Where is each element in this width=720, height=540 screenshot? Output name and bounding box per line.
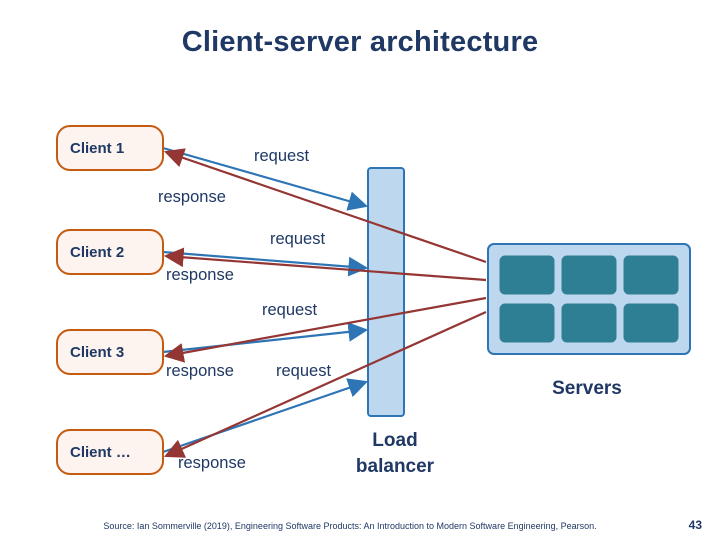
client-box-3[interactable]: Client 3	[56, 329, 164, 375]
edge-label-response-4: response	[178, 454, 246, 472]
load-balancer-bar	[367, 167, 405, 417]
page-number: 43	[688, 518, 702, 532]
edge-label-response-3: response	[166, 362, 234, 380]
page-title: Client-server architecture	[181, 26, 539, 58]
request-arrow-client4	[162, 378, 369, 454]
edge-label-request-2: request	[270, 230, 326, 248]
edge-label-request-3: request	[262, 301, 318, 319]
edge-label-request-1: request	[254, 147, 310, 165]
response-arrow-client1	[163, 148, 487, 264]
server-tile	[623, 303, 679, 343]
load-balancer-label-line2: balancer	[355, 455, 435, 477]
source-note: Source: Ian Sommerville (2019), Engineer…	[103, 521, 597, 531]
server-tile	[499, 255, 555, 295]
client-box-1[interactable]: Client 1	[56, 125, 164, 171]
client-box-2[interactable]: Client 2	[56, 229, 164, 275]
client-box-4[interactable]: Client …	[56, 429, 164, 475]
request-arrow-client1	[162, 146, 369, 211]
response-arrow-client3	[163, 296, 487, 363]
servers-label: Servers	[552, 378, 622, 399]
server-tile	[561, 303, 617, 343]
load-balancer-label-line1: Load	[372, 430, 418, 451]
response-arrow-client4	[163, 310, 487, 458]
client-label: Client 2	[70, 243, 125, 261]
response-arrow-client2	[163, 247, 487, 282]
edge-label-response-1: response	[158, 188, 226, 206]
load-balancer-label: Load balancer	[330, 428, 460, 479]
client-label: Client 3	[70, 343, 125, 361]
server-tile	[499, 303, 555, 343]
server-tile	[623, 255, 679, 295]
server-tile	[561, 255, 617, 295]
edge-label-response-2: response	[166, 266, 234, 284]
client-label: Client 1	[70, 139, 125, 157]
edge-label-request-4: request	[276, 362, 332, 380]
request-arrow-client3	[162, 322, 369, 354]
request-arrow-client2	[162, 250, 369, 277]
client-label: Client …	[70, 443, 131, 461]
